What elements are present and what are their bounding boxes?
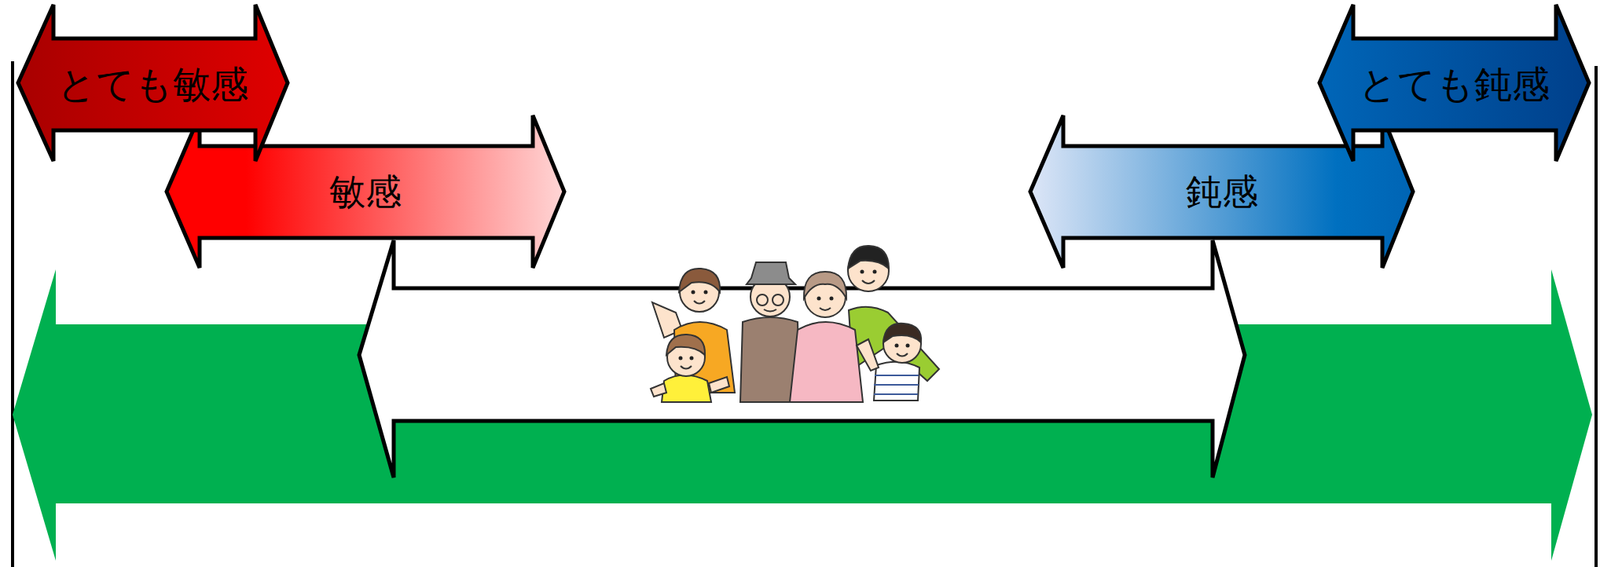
double-arrow (1030, 115, 1413, 268)
double-arrow (166, 115, 565, 268)
normal-range-arrow (359, 240, 1245, 478)
arrow-label: とても鈍感 (1358, 63, 1550, 106)
family-illustration (650, 245, 940, 403)
arrow-label-box: 鈍感 (1030, 146, 1413, 239)
arrow-label-box: 敏感 (166, 146, 565, 239)
insensitive-arrow: 鈍感 (1030, 115, 1413, 268)
arrow-label-box: とても敏感 (18, 38, 288, 131)
arrow-label: 敏感 (329, 172, 402, 213)
arrow-label: とても敏感 (57, 63, 249, 106)
arrow-label: 鈍感 (1185, 172, 1259, 213)
double-arrow (18, 4, 288, 162)
very-insensitive-arrow: とても鈍感 (1319, 4, 1589, 162)
double-arrow (1319, 4, 1589, 162)
very-sensitive-arrow: とても敏感 (18, 4, 288, 162)
left-boundary-line (11, 61, 15, 567)
sensitive-arrow: 敏感 (166, 115, 565, 268)
right-boundary-line (1594, 66, 1598, 567)
arrow-label-box: とても鈍感 (1319, 38, 1589, 131)
